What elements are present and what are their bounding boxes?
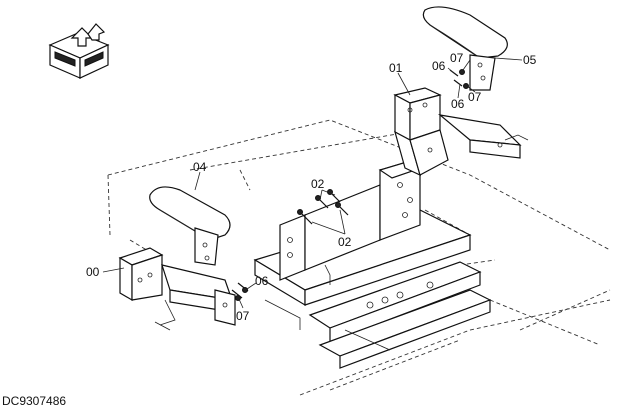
- callout-05: 05: [523, 53, 537, 67]
- left-armrest: [149, 186, 231, 266]
- callout-07-lower: 07: [468, 90, 482, 104]
- orientation-icon: [48, 23, 110, 79]
- seat-base-frame: [253, 209, 492, 369]
- fasteners-left: [231, 282, 249, 301]
- callout-01: 01: [389, 61, 403, 75]
- callout-06-upper: 06: [432, 59, 446, 73]
- callout-02-upper: 02: [311, 177, 325, 191]
- right-console-bracket: [393, 87, 529, 177]
- callout-04: 04: [193, 160, 207, 174]
- callout-07-left: 07: [236, 309, 250, 323]
- callout-07-upper: 07: [450, 51, 464, 65]
- callout-06-lower: 06: [451, 97, 465, 111]
- callout-00: 00: [86, 265, 100, 279]
- leader-lines: [102, 57, 523, 309]
- callout-labels: 00 01 02 02 04 05 06 06 06 07 07 07: [86, 51, 537, 323]
- left-console-bracket: [118, 247, 236, 331]
- right-armrest: [422, 6, 508, 91]
- callout-06-left: 06: [255, 274, 269, 288]
- fasteners-right: [449, 69, 469, 89]
- drawing-code: DC9307486: [2, 394, 66, 408]
- callout-02-lower: 02: [338, 235, 352, 249]
